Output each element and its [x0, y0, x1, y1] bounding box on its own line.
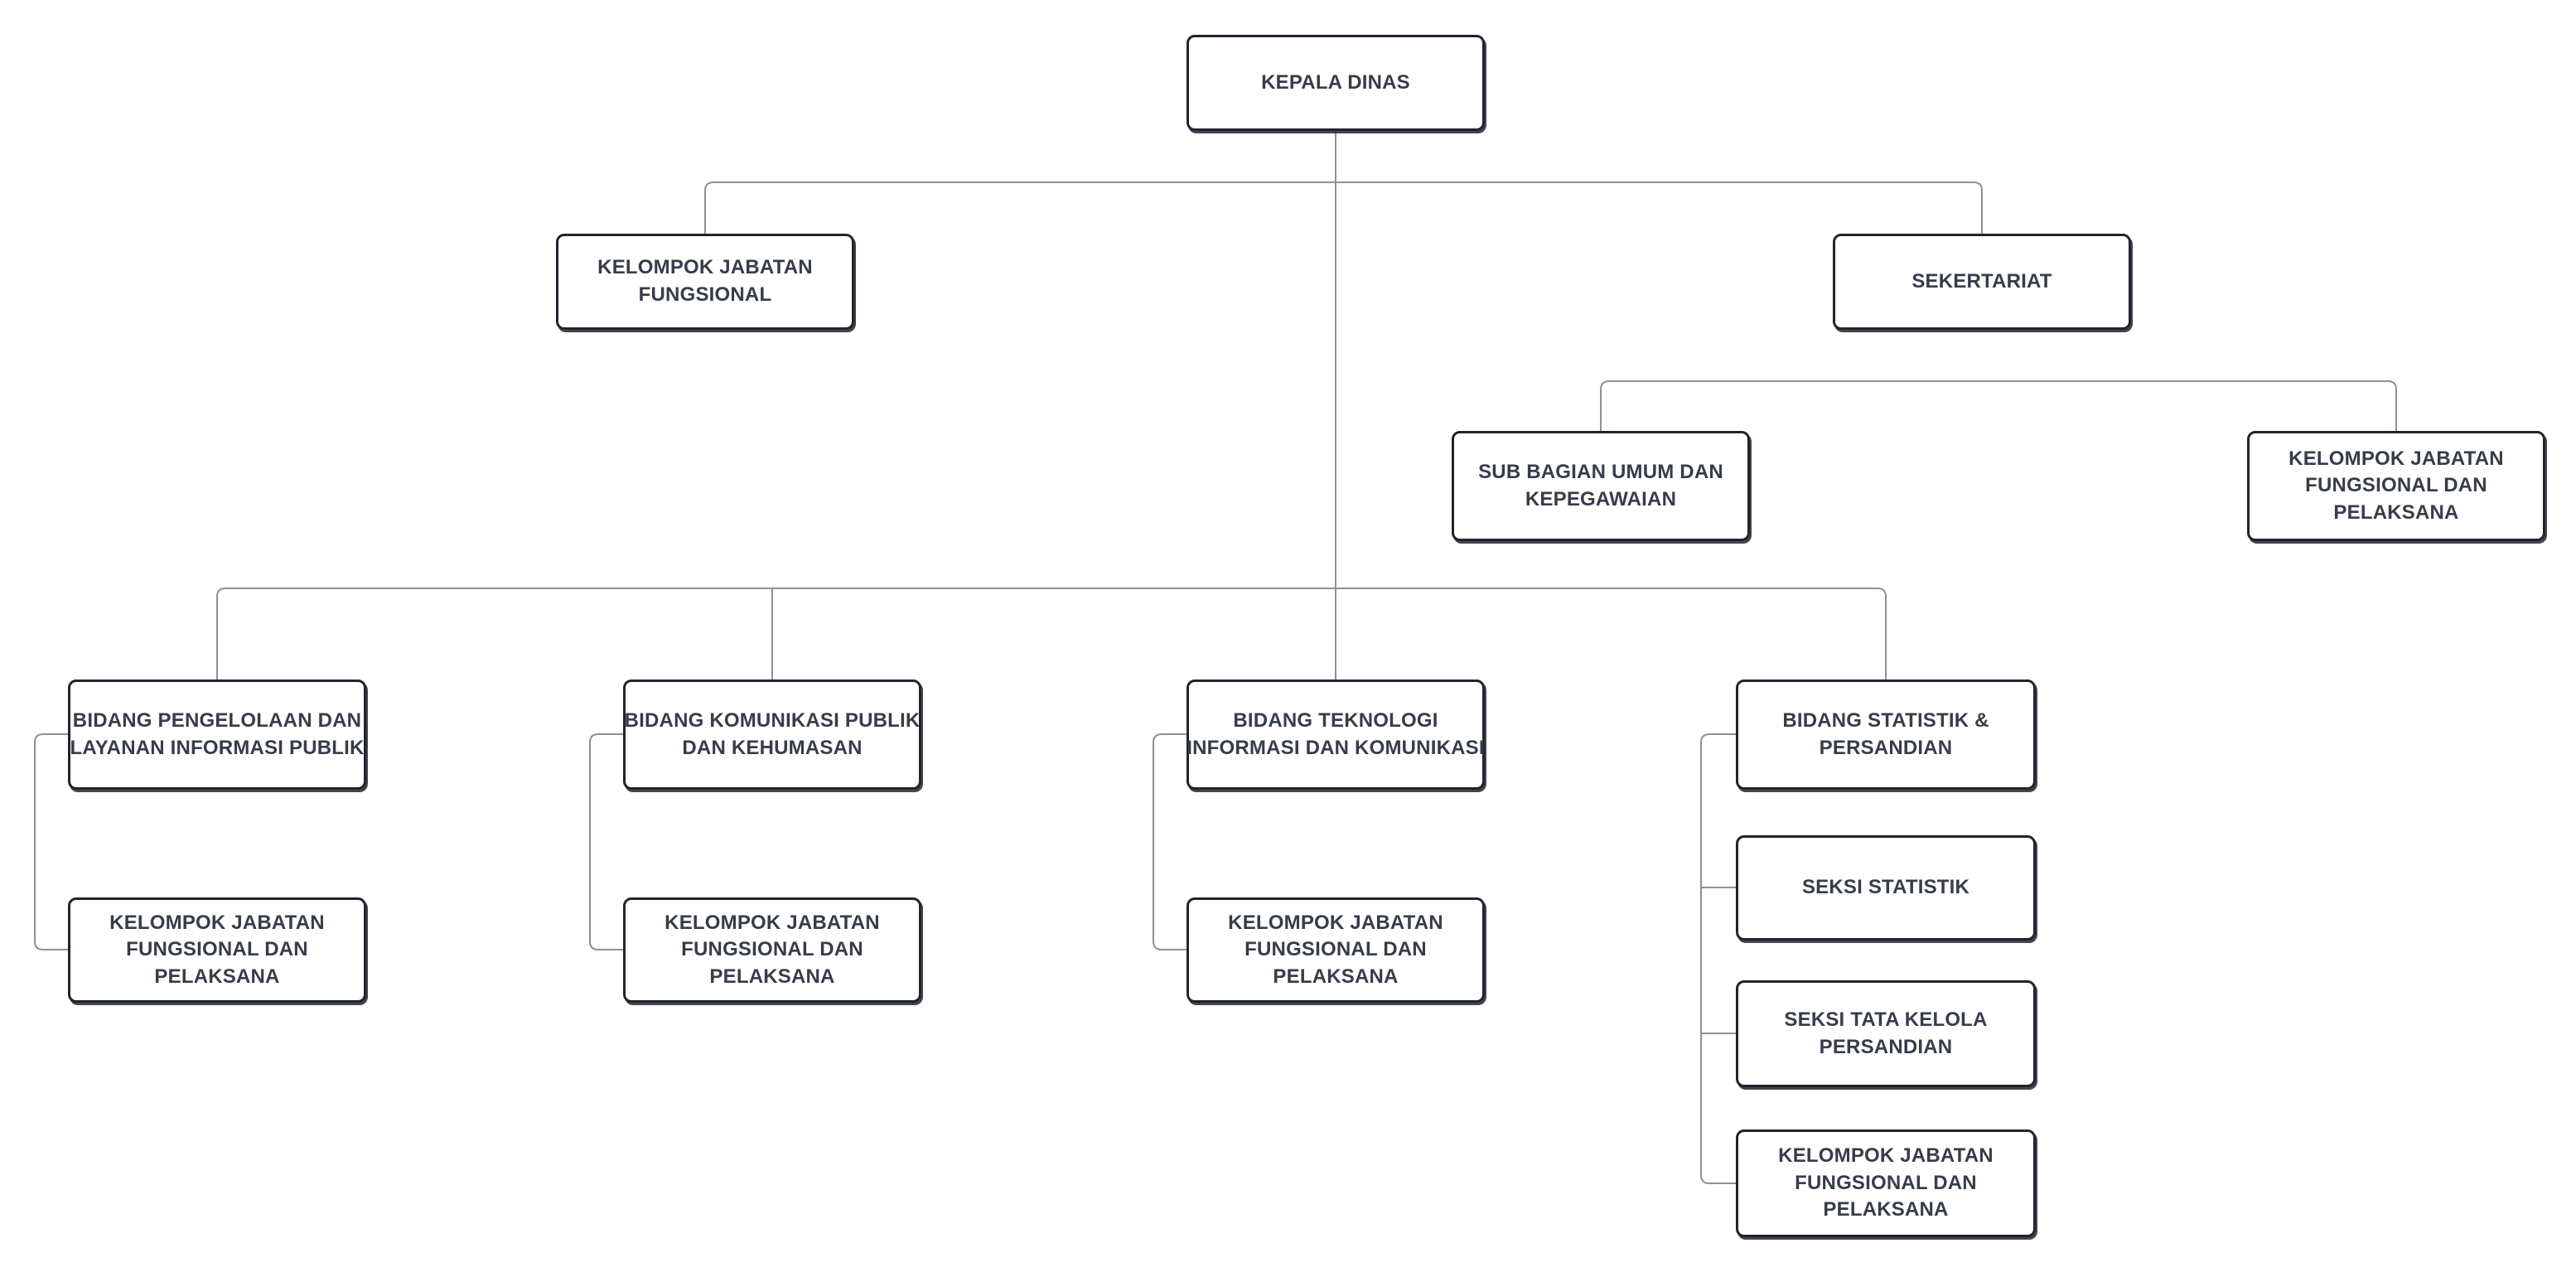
node-kjfp-statistik: KELOMPOK JABATAN FUNGSIONAL DAN PELAKSAN…	[1736, 1129, 2036, 1237]
connector-bracket-komunikasi	[589, 733, 623, 950]
connector-tier-bidang	[216, 588, 1887, 680]
node-sub-bagian-umum-dan-kepegawaian: SUB BAGIAN UMUM DAN KEPEGAWAIAN	[1452, 431, 1750, 541]
node-sekertariat: SEKERTARIAT	[1833, 234, 2131, 330]
node-kepala-dinas-label: KEPALA DINAS	[1261, 70, 1410, 94]
node-bidang-pengelolaan-label: BIDANG PENGELOLAAN DAN LAYANAN INFORMASI…	[70, 709, 365, 759]
node-kjfp-komunikasi-label: KELOMPOK JABATAN FUNGSIONAL DAN PELAKSAN…	[665, 911, 880, 988]
node-kjfp-pengelolaan-label: KELOMPOK JABATAN FUNGSIONAL DAN PELAKSAN…	[109, 911, 325, 988]
node-kjfp-sekertariat: KELOMPOK JABATAN FUNGSIONAL DAN PELAKSAN…	[2247, 431, 2545, 541]
node-kjfp-teknologi-label: KELOMPOK JABATAN FUNGSIONAL DAN PELAKSAN…	[1228, 911, 1443, 988]
node-bidang-teknologi: BIDANG TEKNOLOGI INFORMASI DAN KOMUNIKAS…	[1187, 680, 1485, 790]
node-kjfp-pengelolaan: KELOMPOK JABATAN FUNGSIONAL DAN PELAKSAN…	[68, 897, 366, 1003]
node-kjfp-sekertariat-label: KELOMPOK JABATAN FUNGSIONAL DAN PELAKSAN…	[2288, 447, 2504, 524]
node-kjfp-komunikasi: KELOMPOK JABATAN FUNGSIONAL DAN PELAKSAN…	[623, 897, 921, 1003]
node-bidang-statistik-label: BIDANG STATISTIK & PERSANDIAN	[1782, 709, 1989, 759]
node-kjfp-teknologi: KELOMPOK JABATAN FUNGSIONAL DAN PELAKSAN…	[1187, 897, 1485, 1003]
node-seksi-tata-kelola-label: SEKSI TATA KELOLA PERSANDIAN	[1784, 1008, 1988, 1058]
node-sub-bagian-umum-label: SUB BAGIAN UMUM DAN KEPEGAWAIAN	[1478, 460, 1723, 510]
node-seksi-statistik-label: SEKSI STATISTIK	[1801, 876, 1970, 899]
node-bidang-statistik: BIDANG STATISTIK & PERSANDIAN	[1736, 680, 2036, 790]
node-kelompok-jabatan-fungsional-label: KELOMPOK JABATAN FUNGSIONAL	[597, 256, 813, 306]
node-bidang-teknologi-label: BIDANG TEKNOLOGI INFORMASI DAN KOMUNIKAS…	[1187, 709, 1485, 759]
node-kjfp-statistik-label: KELOMPOK JABATAN FUNGSIONAL DAN PELAKSAN…	[1778, 1144, 1994, 1221]
node-bidang-pengelolaan: BIDANG PENGELOLAAN DAN LAYANAN INFORMASI…	[68, 680, 366, 790]
connector-tier-top	[704, 181, 1983, 234]
connector-tier-sekertariat	[1600, 380, 2397, 431]
node-kepala-dinas: KEPALA DINAS	[1187, 35, 1485, 131]
connector-bracket-statistik	[1700, 733, 1736, 1184]
node-bidang-komunikasi-label: BIDANG KOMUNIKASI PUBLIK DAN KEHUMASAN	[624, 709, 921, 759]
connector-bracket-teknologi	[1153, 733, 1187, 950]
node-sekertariat-label: SEKERTARIAT	[1911, 269, 2052, 293]
node-seksi-statistik: SEKSI STATISTIK	[1736, 835, 2036, 941]
node-kelompok-jabatan-fungsional: KELOMPOK JABATAN FUNGSIONAL	[556, 234, 854, 330]
node-seksi-tata-kelola: SEKSI TATA KELOLA PERSANDIAN	[1736, 980, 2036, 1087]
connector-bracket-pengelolaan	[34, 733, 68, 950]
node-bidang-komunikasi: BIDANG KOMUNIKASI PUBLIK DAN KEHUMASAN	[623, 680, 921, 790]
